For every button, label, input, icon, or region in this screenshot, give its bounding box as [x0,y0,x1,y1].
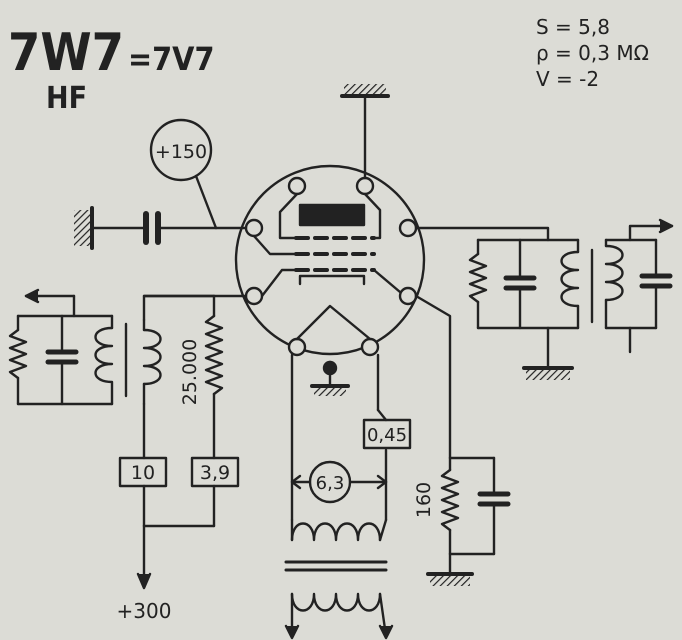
screen-decoupling [74,206,218,250]
supply-label: +300 [117,599,172,623]
box-10-label: 10 [131,462,155,484]
cathode-resistor-label: 160 [413,482,435,518]
output-tank-circuit [414,218,674,380]
tube-envelope [234,164,426,357]
heater-voltage-label: 6,3 [316,473,345,494]
char-plate-resistance: ρ = 0,3 MΩ [536,41,649,65]
resistor-25000 [142,294,224,460]
heater-circuit [284,353,412,640]
heater-current-label: 0,45 [367,425,407,446]
screen-voltage-label: +150 [155,141,207,163]
cathode-circuit [414,294,511,586]
value-boxes [118,456,240,590]
function-label: HF [46,81,87,116]
tube-type-title: 7W7 [8,23,124,83]
top-ground [340,84,390,180]
char-transconductance: S = 5,8 [536,15,610,39]
equivalent-type: =7V7 [128,40,214,78]
char-grid-bias: V = -2 [536,67,599,91]
resistor-25000-label: 25.000 [179,339,201,405]
screen-supply [149,118,248,230]
box-3-9-label: 3,9 [200,462,230,484]
input-tank-circuit [8,288,248,460]
tube-electrodes [252,192,402,341]
